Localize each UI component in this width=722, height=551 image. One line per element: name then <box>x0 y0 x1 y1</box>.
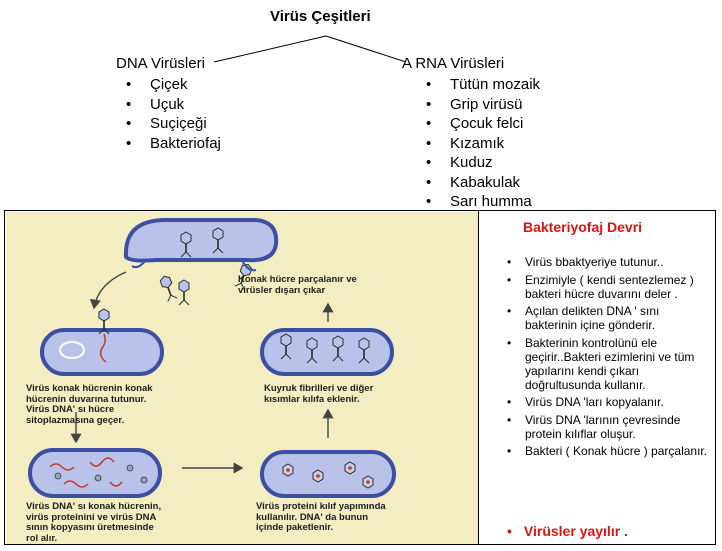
lysing-cell <box>123 218 279 306</box>
attachment-cell <box>40 308 164 376</box>
list-item: Tütün mozaik <box>426 75 540 95</box>
page-title: Virüs Çeşitleri <box>270 8 371 25</box>
caption-assembly: Virüs proteini kılıf yapımında kullanılı… <box>256 501 386 533</box>
list-item: Bakterinin kontrolünü ele geçirir..Bakte… <box>505 336 713 392</box>
tree-connector <box>213 35 407 63</box>
rna-virus-list: Tütün mozaik Grip virüsü Çocuk felci Kız… <box>426 75 540 212</box>
list-item: Virüs bbaktyeriye tutunur.. <box>505 255 713 269</box>
list-item: Çocuk felci <box>426 114 540 134</box>
list-item: Açılan delikten DNA ' sını bakterinin iç… <box>505 304 713 332</box>
list-item: Suçiçeği <box>126 114 221 134</box>
lytic-cycle-illustration <box>28 218 396 498</box>
list-item: Virüs DNA 'ları kopyalanır. <box>505 395 713 409</box>
lytic-cycle-figure: Virüs konak hücrenin konak hücrenin duva… <box>6 212 478 544</box>
cycle-title: Bakteriyofaj Devri <box>523 219 643 235</box>
list-item: Grip virüsü <box>426 95 540 115</box>
list-item: Kızamık <box>426 134 540 154</box>
list-item: Bakteriofaj <box>126 134 221 154</box>
list-item: Kabakulak <box>426 173 540 193</box>
column-divider <box>478 211 479 544</box>
tail-attachment-cell <box>260 328 394 376</box>
replication-cell <box>28 448 162 498</box>
list-item: Virüs DNA 'larının çevresinde protein kı… <box>505 413 713 441</box>
rna-viruses-heading: A RNA Virüsleri <box>402 55 505 72</box>
dna-virus-list: Çiçek Uçuk Suçiçeği Bakteriofaj <box>126 75 221 153</box>
caption-attachment: Virüs konak hücrenin konak hücrenin duva… <box>26 383 153 426</box>
cycle-final-step: •Virüsler yayılır . <box>507 523 628 539</box>
list-item: Enzimiyle ( kendi sentezlemez ) bakteri … <box>505 273 713 301</box>
list-item: Kuduz <box>426 153 540 173</box>
assembly-cell <box>260 450 396 498</box>
list-item: Çiçek <box>126 75 221 95</box>
caption-replication: Virüs DNA' sı konak hücrenin, virüs prot… <box>26 501 162 544</box>
caption-lysis: Konak hücre parçalanır ve virüsler dışar… <box>238 274 357 296</box>
bacteriophage-cycle-panel: Virüs konak hücrenin konak hücrenin duva… <box>4 210 716 545</box>
list-item: Bakteri ( Konak hücre ) parçalanır. <box>505 444 713 458</box>
list-item: Uçuk <box>126 95 221 115</box>
cycle-steps-list: Virüs bbaktyeriye tutunur.. Enzimiyle ( … <box>505 255 713 462</box>
list-item: Sarı humma <box>426 192 540 212</box>
caption-tail-attachment: Kuyruk fibrilleri ve diğer kısımlar kılı… <box>264 383 374 405</box>
dna-viruses-heading: DNA Virüsleri <box>116 55 205 72</box>
